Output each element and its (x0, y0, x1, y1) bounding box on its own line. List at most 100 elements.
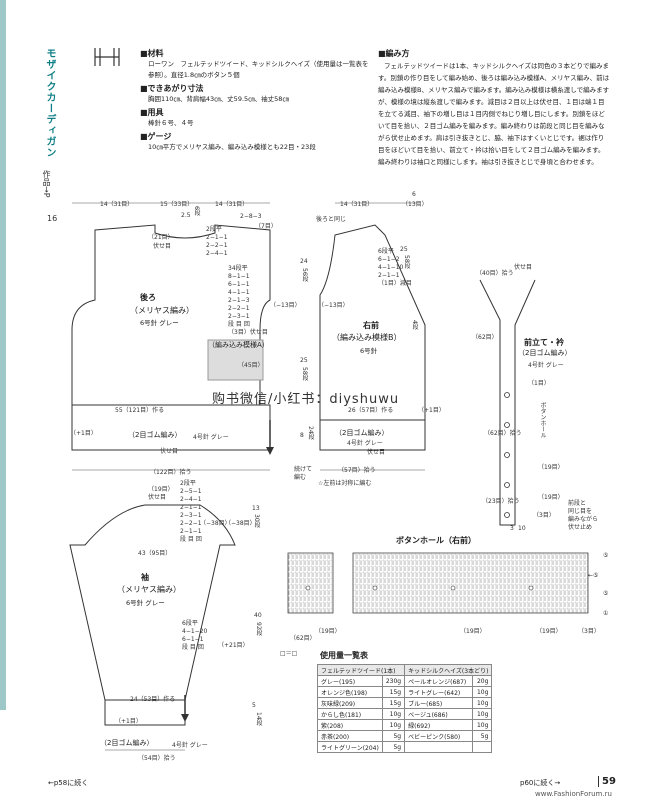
placket-19b: （19目） (538, 494, 564, 501)
placket-23: （23目）拾う (482, 498, 520, 505)
back-neck-rows: 6段 (193, 206, 200, 216)
front-rib-needle: 4号針 グレー (347, 440, 383, 447)
usage-col1: フェルテッドツイード(1本) (316, 664, 406, 676)
placket-stitch: （2目ゴム編み） (518, 349, 572, 357)
front-back-same: 後ろと同じ (316, 216, 347, 223)
buttonhole-legend: □＝□ (280, 650, 298, 657)
gauge-text: 10㎝平方でメリヤス編み、編み込み模様とも22目・23段 (148, 143, 316, 151)
sleeve-needle: 6号針 グレー (126, 599, 165, 607)
sleeve-cap-stitches-2: （−38目） (225, 520, 256, 527)
sleeve-plus: （+1目） (115, 718, 142, 725)
usage-cell: 緑(692) (404, 719, 474, 731)
back-neck-dec: 2段平 2−1−1 2−2−1 2−4−1 (206, 226, 228, 257)
usage-cell: 10g (472, 686, 493, 698)
buttonhole-title: ボタンホール（右前） (396, 536, 476, 545)
sleeve-width: 43（95目） (138, 550, 172, 557)
back-arm-height: 24 (300, 258, 308, 265)
method-section: ■編み方 フェルテッドツイードは1本、キッドシルクヘイズは同色の３本どりで編みま… (378, 48, 610, 168)
sleeve-length: 40 (254, 612, 262, 619)
usage-cell: 赤茶(200) (317, 730, 383, 742)
size-heading: ■できあがり寸法 (140, 84, 204, 93)
buttonhole-row-5b: ←⑤ (588, 572, 599, 579)
footer-prev: ←p58に続く (48, 779, 89, 787)
placket-w10: 10 (518, 525, 526, 532)
sleeve-cap-rows: 30段 (253, 514, 260, 528)
back-shoulder-right: 14（31目） (215, 201, 249, 208)
buttonhole-62: （62目） (290, 635, 316, 642)
usage-cell: グレー(195) (317, 675, 383, 687)
back-body-rows: 58段 (301, 367, 308, 381)
front-shoulder: 14（31目） (340, 201, 374, 208)
usage-cell: 灰味緑(209) (317, 697, 383, 709)
placket-3: （3目） (533, 512, 555, 519)
buttonhole-chart (287, 552, 589, 614)
front-join: 続けて 編む (294, 466, 313, 481)
sidebar-ref-label: 作品→P (42, 170, 51, 198)
back-arm-dec: 34段平 8−1−1 6−1−1 4−1−1 2−1−3 2−2−1 2−3−1… (228, 265, 268, 336)
materials-section: ■材料 ローワン フェルテッドツイード、キッドシルクヘイズ（使用量は一覧表を参照… (140, 48, 370, 155)
usage-cell: ライトグレー(642) (404, 686, 474, 698)
front-rib: （2目ゴム編み） (335, 429, 389, 437)
usage-cell: ベビーピンク(580) (404, 730, 474, 742)
back-needle: 6号針 グレー (140, 319, 179, 327)
placket-buttonhole: ボタンホール (539, 402, 546, 438)
front-arm-rows: 58段 (403, 255, 410, 269)
page-number: 59 (598, 776, 616, 787)
placket-diagram (479, 279, 536, 526)
buttonhole-row-5a: ⑤ (603, 552, 609, 559)
back-rib-rows: 24段 (307, 426, 314, 440)
usage-cell: 5g (381, 730, 406, 742)
placket-62: （62目） (472, 334, 498, 341)
placket-19a: （19目） (538, 464, 564, 471)
back-neck-depth: 2.5 (181, 212, 191, 219)
placket-title: 前立て・衿 (524, 338, 564, 347)
usage-row: ライトグリーン(204)5g (317, 741, 493, 753)
front-width: 26（57目）作る (348, 407, 394, 414)
front-arm-stitches: （−13目） (318, 302, 349, 309)
front-pattern: （編み込み模様B） (332, 333, 402, 342)
usage-cell: ライトグリーン(204) (317, 741, 383, 753)
usage-col2: キッドシルクヘイズ(3本どり) (404, 664, 493, 676)
front-hem-width: （57目）拾う (338, 467, 376, 474)
usage-cell: ベージュ(686) (404, 708, 474, 720)
h-logo-icon (94, 48, 120, 66)
front-neck-stitches: （13目） (402, 201, 428, 208)
buttonhole-3: （3目） (578, 628, 600, 635)
back-neck-stitches: （21目） (148, 234, 174, 241)
sleeve-inc: 6段平 4−1−20 6−1−1 段 目 回 (182, 620, 208, 651)
back-title: 後ろ (140, 293, 156, 302)
buttonhole-19b: （19目） (460, 628, 486, 635)
back-arm-stitches: （−13目） (270, 302, 301, 309)
front-neck-dec: 6段平 6−1−2 4−1−10 2−1−1 （1目）減目 (378, 248, 412, 287)
sleeve-diagram (69, 504, 236, 751)
watermark: 购书微信/小红书：diyshuwu (212, 392, 400, 407)
sleeve-rib: （2目ゴム編み） (100, 739, 154, 747)
usage-cell: 15g (381, 686, 406, 698)
method-heading: ■編み方 (378, 49, 410, 58)
front-title: 右前 (363, 321, 379, 330)
sleeve-inc-stitches: （+21目） (218, 642, 249, 649)
back-pattern: （編み込み模様A） (208, 341, 269, 349)
usage-cell: 10g (381, 708, 406, 720)
placket-side-note: 前段と 同じ目を 編みながら 伏せ止め (568, 500, 599, 531)
front-plus: （+1目） (418, 407, 445, 414)
sidebar-ref-page: 16 (47, 214, 58, 223)
footer-next: p60に続く→ (520, 779, 561, 787)
buttonhole-19c: （19目） (536, 628, 562, 635)
back-width: 55（121目）作る (115, 407, 165, 414)
back-rib-needle: 4号針 グレー (193, 434, 229, 441)
usage-cell: ブルー(685) (404, 697, 474, 709)
placket-62b: （62目）拾う (484, 430, 522, 437)
usage-cell: 5g (381, 741, 406, 753)
front-diagram (319, 202, 426, 471)
sidebar-accent-bar (0, 0, 6, 710)
usage-cell: 10g (381, 719, 406, 731)
sleeve-stitch: （メリヤス編み） (117, 585, 181, 594)
sleeve-cap-height: 13 (252, 505, 260, 512)
buttonhole-row-5c: ⑤ (603, 590, 609, 597)
usage-cell: 20g (472, 675, 493, 687)
usage-cell: 紫(208) (317, 719, 383, 731)
